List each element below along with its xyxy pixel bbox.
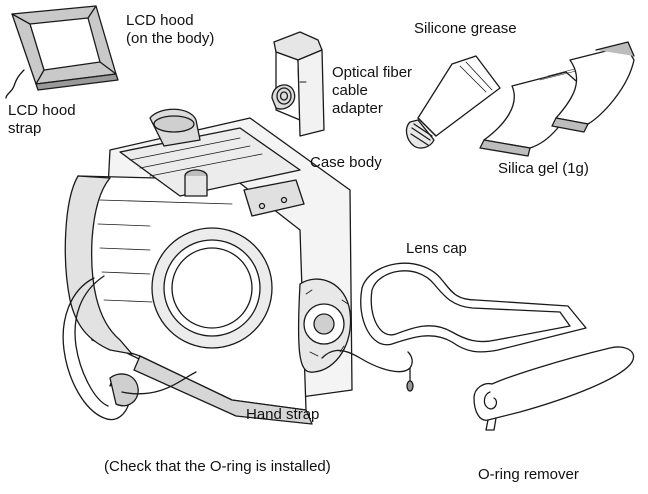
label-oring-remover: O-ring remover — [478, 466, 579, 483]
label-optical-fiber-line-1: Optical fiber — [332, 64, 413, 81]
label-lcd-hood: LCD hood (on the body) — [126, 12, 214, 48]
label-case-body: Case body — [310, 154, 382, 171]
label-optical-fiber-line-2: cable — [332, 82, 368, 99]
label-lcd-hood-strap-line-1: LCD hood — [8, 102, 76, 119]
label-optical-fiber-adapter: Optical fiber cable adapter — [332, 64, 412, 118]
label-silicone-grease: Silicone grease — [414, 20, 517, 37]
lcd-hood-illustration — [11, 5, 119, 91]
label-check-oring: (Check that the O-ring is installed) — [104, 458, 331, 475]
silicone-grease-illustration — [405, 55, 501, 149]
label-optical-fiber-line-3: adapter — [332, 100, 383, 117]
label-silica-gel: Silica gel (1g) — [498, 160, 589, 177]
label-lcd-hood-strap-line-2: strap — [8, 120, 42, 137]
label-lens-cap: Lens cap — [406, 240, 467, 257]
oring-remover-illustration — [473, 346, 635, 431]
label-lcd-hood-strap: LCD hood strap — [8, 102, 76, 138]
label-hand-strap: Hand strap — [246, 406, 320, 423]
lens-cap-illustration — [321, 262, 587, 392]
optical-fiber-adapter-illustration — [271, 31, 325, 137]
case-body-illustration — [64, 108, 353, 425]
lcd-hood-strap-illustration — [5, 69, 25, 99]
hand-strap-illustration — [62, 275, 197, 421]
silica-gel-illustration — [479, 41, 635, 157]
label-lcd-hood-line-1: LCD hood — [126, 12, 194, 29]
label-lcd-hood-line-2: (on the body) — [126, 30, 215, 47]
